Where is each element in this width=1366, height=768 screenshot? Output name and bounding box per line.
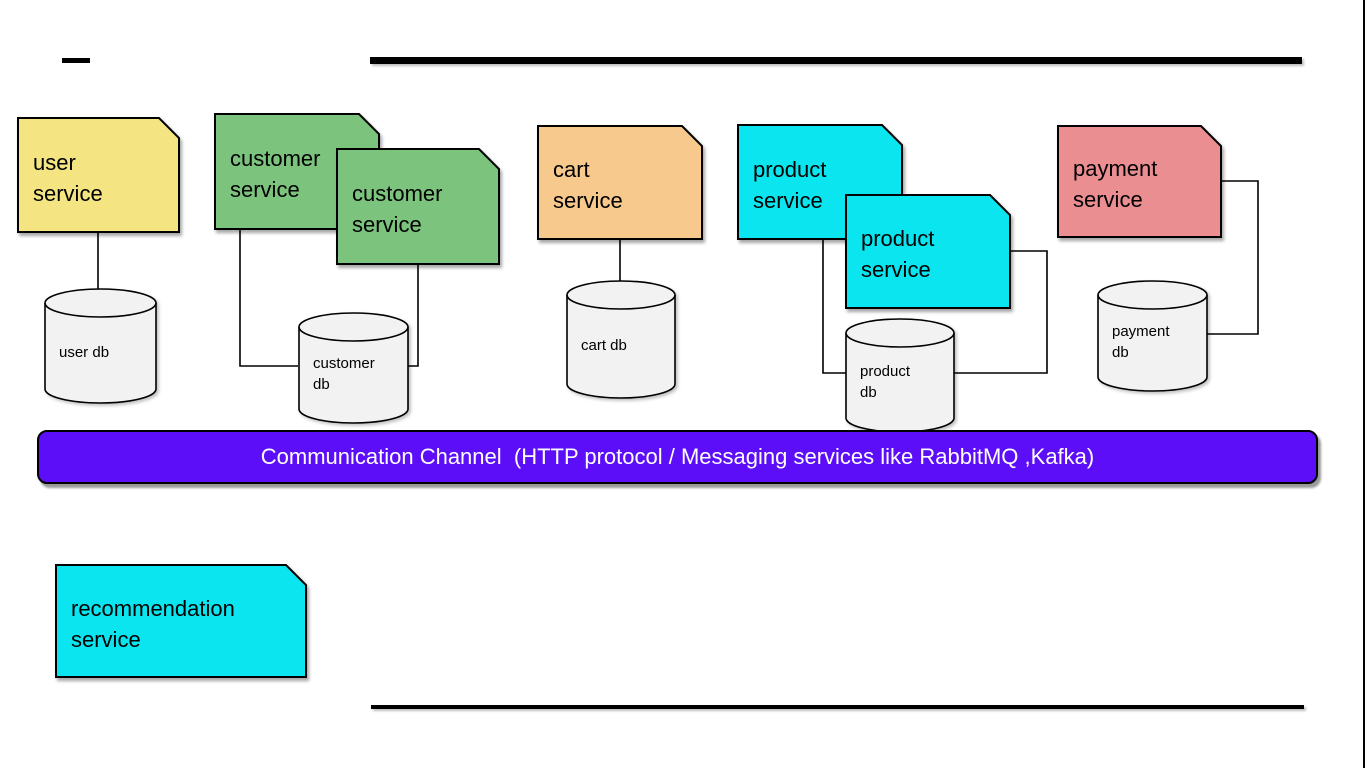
customer-service-label: customer service <box>352 181 443 237</box>
edge-customer-service-back-to-customer-db <box>239 230 298 367</box>
note-shape <box>55 564 307 678</box>
note-shape <box>17 117 180 233</box>
customer-db-node: customer db <box>298 312 409 424</box>
top-rule <box>370 57 1302 64</box>
edge-customer-service-front-to-customer-db <box>406 265 419 367</box>
right-border-rule <box>1363 0 1365 768</box>
product-db-node: product db <box>845 318 955 433</box>
top-left-dash <box>62 58 90 63</box>
edge-product-service-front-to-product-db <box>952 250 1048 374</box>
note-shape <box>1057 125 1222 238</box>
bottom-rule <box>371 705 1304 709</box>
product-service-front-node: product service <box>845 194 1012 310</box>
database-cylinder-shape <box>298 312 409 424</box>
payment-db-node: payment db <box>1097 280 1208 392</box>
cart-service-node: cart service <box>537 125 704 241</box>
payment-service-label: payment service <box>1073 156 1158 212</box>
product-service-label: product service <box>753 156 827 213</box>
database-cylinder-shape <box>44 288 157 404</box>
customer-service-label: customer service <box>230 146 321 202</box>
recommendation-service-node: recommendation service <box>55 564 308 679</box>
recommendation-service-label: recommendation service <box>71 595 235 652</box>
edge-payment-service-to-payment-db <box>1205 180 1259 335</box>
user-db-node: user db <box>44 288 157 404</box>
note-shape <box>845 194 1011 309</box>
product-service-label: product service <box>861 226 935 282</box>
product-db-label: product db <box>860 362 911 401</box>
customer-db-label: customer db <box>313 355 375 393</box>
cart-service-label: cart service <box>553 157 623 213</box>
communication-channel-label: Communication Channel (HTTP protocol / M… <box>260 444 1095 469</box>
cart-db-node: cart db <box>566 280 676 399</box>
user-service-node: user service <box>17 117 181 234</box>
communication-channel-bar: Communication Channel (HTTP protocol / M… <box>37 430 1318 484</box>
user-db-label: user db <box>59 343 110 361</box>
cart-db-label: cart db <box>581 337 627 354</box>
edge-product-service-back-to-product-db <box>822 240 846 374</box>
note-shape <box>336 148 500 265</box>
payment-service-node: payment service <box>1057 125 1223 239</box>
note-shape <box>537 125 703 240</box>
database-cylinder-shape <box>566 280 676 399</box>
database-cylinder-shape <box>845 318 955 433</box>
customer-service-front-node: customer service <box>336 148 501 266</box>
database-cylinder-shape <box>1097 280 1208 392</box>
payment-db-label: payment db <box>1112 323 1170 361</box>
user-service-label: user service <box>33 149 103 206</box>
